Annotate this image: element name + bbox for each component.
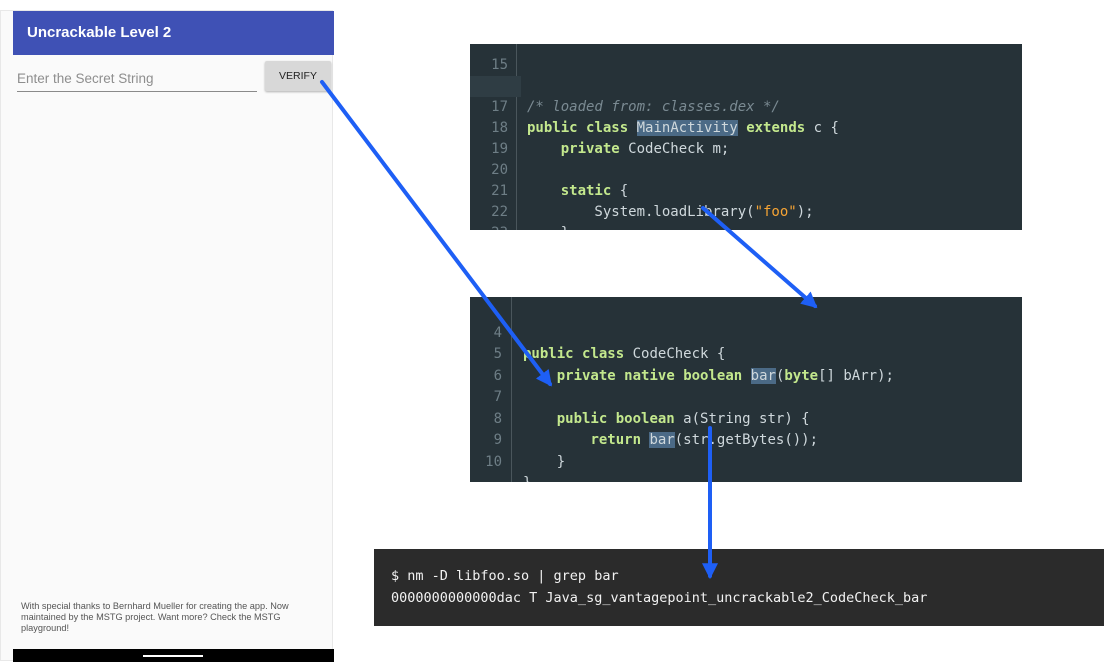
code-text: public boolean a(String str) { [556, 410, 810, 427]
code-line: 22 } [470, 181, 569, 230]
code-editor-code-check: 4 public class CodeCheck { 5 private nat… [470, 297, 1022, 482]
line-number: 8 [493, 410, 502, 427]
code-line: 4 public class CodeCheck { [470, 301, 726, 363]
code-line: 6 [470, 344, 521, 384]
line-number: 7 [493, 389, 502, 405]
code-text: /* loaded from: classes.dex */ [527, 99, 780, 115]
code-line: 5 private native boolean bar(byte[] bArr… [470, 323, 894, 384]
line-number-gutter [470, 297, 512, 482]
home-gesture-handle[interactable] [143, 655, 203, 657]
code-line: 9 } [470, 409, 566, 470]
code-line: 16 /* loaded from: classes.dex */ [470, 55, 780, 115]
app-bar: Uncrackable Level 2 [13, 11, 334, 55]
verify-button[interactable]: VERIFY [265, 61, 331, 91]
terminal-command: $ nm -D libfoo.so | grep bar [391, 568, 619, 584]
code-line: 7 public boolean a(String str) { [470, 366, 810, 427]
line-number: 9 [493, 432, 502, 448]
app-title: Uncrackable Level 2 [27, 24, 172, 41]
line-number: 23 [470, 223, 508, 230]
code-text: private native boolean bar(byte[] bArr); [556, 367, 894, 384]
line-number: 10 [485, 453, 502, 470]
line-number: 15 [491, 57, 508, 73]
code-text: public class MainActivity extends c { [527, 120, 839, 136]
code-line-highlighted: 17 public class MainActivity extends c { [470, 76, 839, 136]
credits-text: With special thanks to Bernhard Mueller … [21, 601, 289, 633]
code-text: } [527, 223, 569, 230]
code-line: 23 [470, 202, 521, 230]
code-editor-main-activity: 15 16 /* loaded from: classes.dex */ 17 … [470, 44, 1022, 230]
code-text: } [523, 453, 566, 470]
secret-string-input[interactable] [17, 66, 257, 92]
code-line: 19 [470, 118, 521, 157]
system-nav-bar [13, 649, 334, 662]
secret-input-row: VERIFY [13, 61, 334, 101]
code-text: System.loadLibrary("foo"); [527, 204, 814, 220]
code-lines: 15 16 /* loaded from: classes.dex */ 17 … [470, 44, 839, 230]
code-text: static { [560, 183, 629, 199]
code-line: 18 private CodeCheck m; [470, 97, 729, 157]
code-lines: 4 public class CodeCheck { 5 private nat… [470, 301, 894, 483]
code-text: private CodeCheck m; [560, 141, 730, 157]
code-line: 15 [470, 44, 521, 73]
code-line: 20 static { [470, 139, 628, 199]
code-line: 8 return bar(str.getBytes()); [470, 387, 818, 448]
code-line: 21 System.loadLibrary("foo"); [470, 160, 813, 220]
android-app-screen: Uncrackable Level 2 VERIFY With special … [0, 10, 334, 662]
terminal-output: $ nm -D libfoo.so | grep bar 00000000000… [374, 549, 1104, 626]
code-text: return bar(str.getBytes()); [590, 432, 819, 448]
code-line: 10 } [470, 430, 531, 483]
code-text: public class CodeCheck { [523, 346, 726, 362]
terminal-result: 0000000000000dac T Java_sg_vantagepoint_… [391, 590, 928, 606]
code-text: } [523, 473, 531, 482]
